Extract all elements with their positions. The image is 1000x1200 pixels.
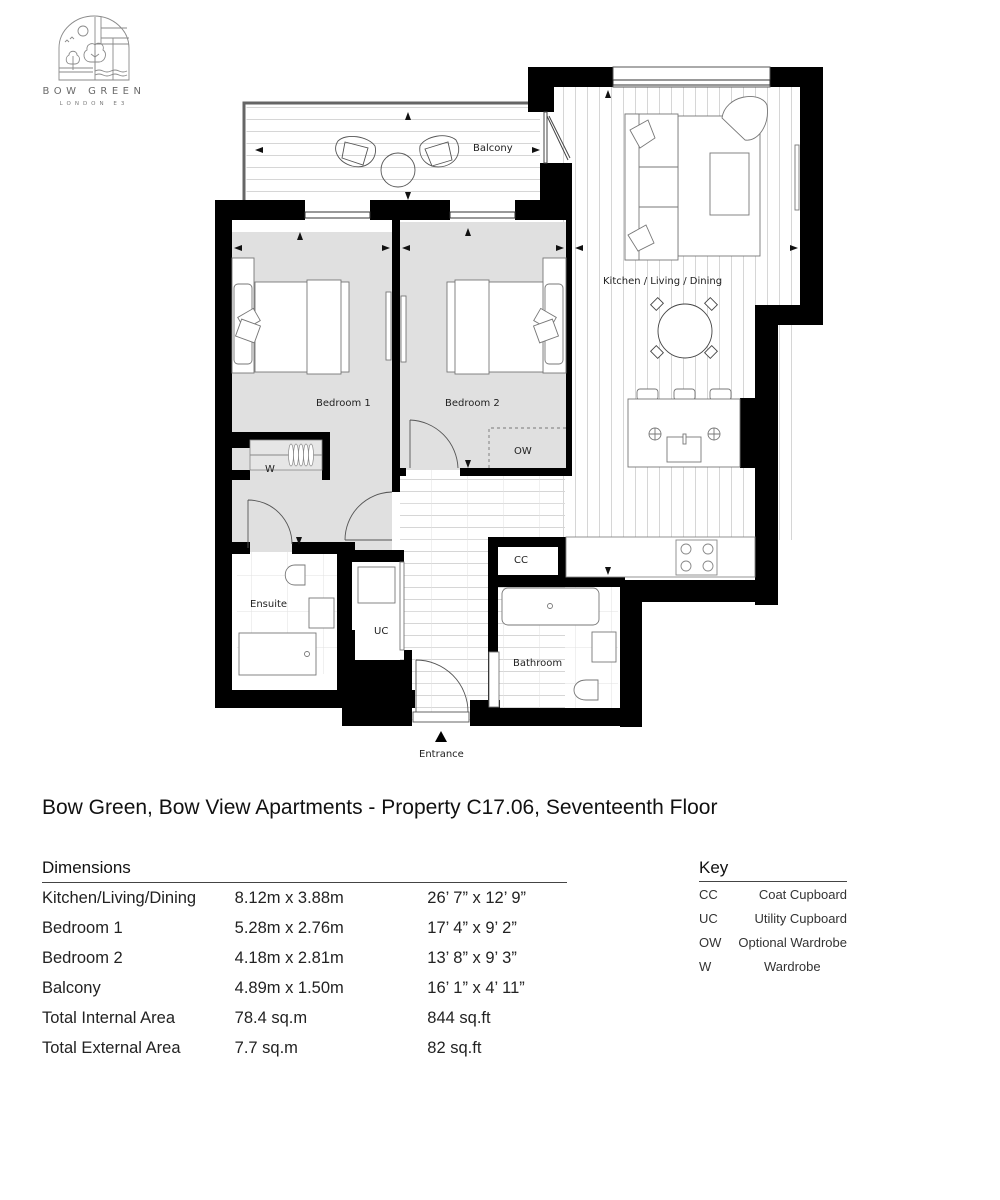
dimension-metric: 78.4 sq.m xyxy=(234,1008,308,1027)
dimension-room: Total External Area xyxy=(42,1038,181,1057)
walls xyxy=(215,67,823,727)
coffee-table xyxy=(709,152,750,216)
entrance-door[interactable] xyxy=(415,659,469,718)
kitchen-counter xyxy=(565,536,756,578)
dimension-metric: 8.12m x 3.88m xyxy=(234,888,344,907)
legend-label: Coat Cupboard xyxy=(758,886,847,902)
legend-item: CC Coat Cupboard xyxy=(699,882,847,906)
optional-wardrobe-outline xyxy=(488,427,566,468)
dimensions-heading: Dimensions xyxy=(42,858,567,883)
table-row: Bedroom 1 5.28m x 2.76m 17’ 4” x 9’ 2” xyxy=(42,913,567,943)
dimension-imperial: 844 sq.ft xyxy=(427,1008,491,1027)
legend-item: UC Utility Cupboard xyxy=(699,906,847,930)
property-title: Bow Green, Bow View Apartments - Propert… xyxy=(42,796,718,819)
ensuite-fixtures xyxy=(238,564,335,676)
legend-label: Wardrobe xyxy=(764,958,821,974)
legend-label: Utility Cupboard xyxy=(754,910,848,926)
table-row: Kitchen/Living/Dining 8.12m x 3.88m 26’ … xyxy=(42,883,567,913)
utility-cupboard xyxy=(352,561,405,658)
kitchen-island xyxy=(627,388,741,468)
logo-brand-text: BOW GREEN xyxy=(42,86,146,97)
entrance-arrow-icon xyxy=(435,731,447,742)
room-label-cc: CC xyxy=(514,555,528,566)
table-row: Total External Area 7.7 sq.m 82 sq.ft xyxy=(42,1033,567,1063)
dimensions-table: Dimensions Kitchen/Living/Dining 8.12m x… xyxy=(42,858,567,1063)
dining-table-with-chairs xyxy=(649,296,719,360)
logo-location-text: LONDON E3 xyxy=(59,101,129,107)
room-label-bedroom-1: Bedroom 1 xyxy=(316,398,371,409)
bedroom-1-bed xyxy=(231,257,392,375)
ensuite-toilet xyxy=(284,564,306,586)
wardrobe: W xyxy=(249,439,323,475)
bedroom-2-bed xyxy=(400,257,567,375)
room-label-balcony: Balcony xyxy=(473,143,513,154)
floor-plan: Balcony xyxy=(215,66,823,760)
dimension-room: Total Internal Area xyxy=(42,1008,175,1027)
arched-tree-landscape-icon xyxy=(58,15,130,81)
dimension-imperial: 26’ 7” x 12’ 9” xyxy=(427,888,527,907)
table-row: Balcony 4.89m x 1.50m 16’ 1” x 4’ 11” xyxy=(42,973,567,1003)
room-label-bedroom-2: Bedroom 2 xyxy=(445,398,500,409)
dimension-room: Bedroom 1 xyxy=(42,918,123,937)
legend-label: Optional Wardrobe xyxy=(738,934,847,950)
ensuite-shower-tray xyxy=(238,632,317,676)
dimension-metric: 5.28m x 2.76m xyxy=(234,918,344,937)
windows xyxy=(304,66,771,219)
bow-green-logo: BOW GREEN LONDON E3 xyxy=(36,14,152,107)
table-row: Total Internal Area 78.4 sq.m 844 sq.ft xyxy=(42,1003,567,1033)
dimension-imperial: 16’ 1” x 4’ 11” xyxy=(427,978,525,997)
legend-item: OW Optional Wardrobe xyxy=(699,930,847,954)
bathroom-basin xyxy=(591,631,617,663)
ensuite-basin xyxy=(308,597,335,629)
dimension-imperial: 82 sq.ft xyxy=(427,1038,482,1057)
ensuite-door[interactable] xyxy=(247,499,293,548)
room-label-bathroom: Bathroom xyxy=(513,658,562,669)
bathroom-fixtures xyxy=(488,587,617,708)
room-label-ow: OW xyxy=(514,446,532,457)
legend-code: CC xyxy=(699,886,718,902)
key-heading: Key xyxy=(699,858,847,882)
room-label-uc: UC xyxy=(374,626,388,637)
legend-code: OW xyxy=(699,934,722,950)
room-label-kitchen-living-dining: Kitchen / Living / Dining xyxy=(603,276,722,287)
room-label-ensuite: Ensuite xyxy=(250,599,287,610)
dimension-room: Kitchen/Living/Dining xyxy=(42,888,197,907)
dimension-imperial: 17’ 4” x 9’ 2” xyxy=(427,918,517,937)
living-furniture xyxy=(624,96,800,261)
living-armchair xyxy=(721,96,768,141)
dimension-room: Balcony xyxy=(42,978,101,997)
doors[interactable] xyxy=(247,419,470,723)
bedroom-1-door[interactable] xyxy=(344,491,393,541)
balcony-door[interactable] xyxy=(543,111,571,164)
balcony-area: Balcony xyxy=(242,101,540,200)
legend-item: W Wardrobe xyxy=(699,954,847,978)
dimension-metric: 7.7 sq.m xyxy=(234,1038,298,1057)
dimension-metric: 4.89m x 1.50m xyxy=(234,978,344,997)
balcony-round-table xyxy=(380,152,416,188)
legend-code: W xyxy=(699,958,712,974)
balcony-armchair-right xyxy=(419,135,460,168)
legend-code: UC xyxy=(699,910,718,926)
bathroom-toilet xyxy=(573,679,599,701)
entrance-label: Entrance xyxy=(419,749,464,760)
balcony-armchair-left xyxy=(335,135,376,168)
washer xyxy=(357,566,396,604)
dimension-room: Bedroom 2 xyxy=(42,948,123,967)
table-row: Bedroom 2 4.18m x 2.81m 13’ 8” x 9’ 3” xyxy=(42,943,567,973)
key-legend: Key CC Coat Cupboard UC Utility Cupboard… xyxy=(699,858,847,978)
room-label-w: W xyxy=(265,464,275,475)
bedroom-2-door[interactable] xyxy=(409,419,459,469)
dimension-metric: 4.18m x 2.81m xyxy=(234,948,344,967)
dimension-markers xyxy=(234,90,798,575)
dimension-imperial: 13’ 8” x 9’ 3” xyxy=(427,948,517,967)
